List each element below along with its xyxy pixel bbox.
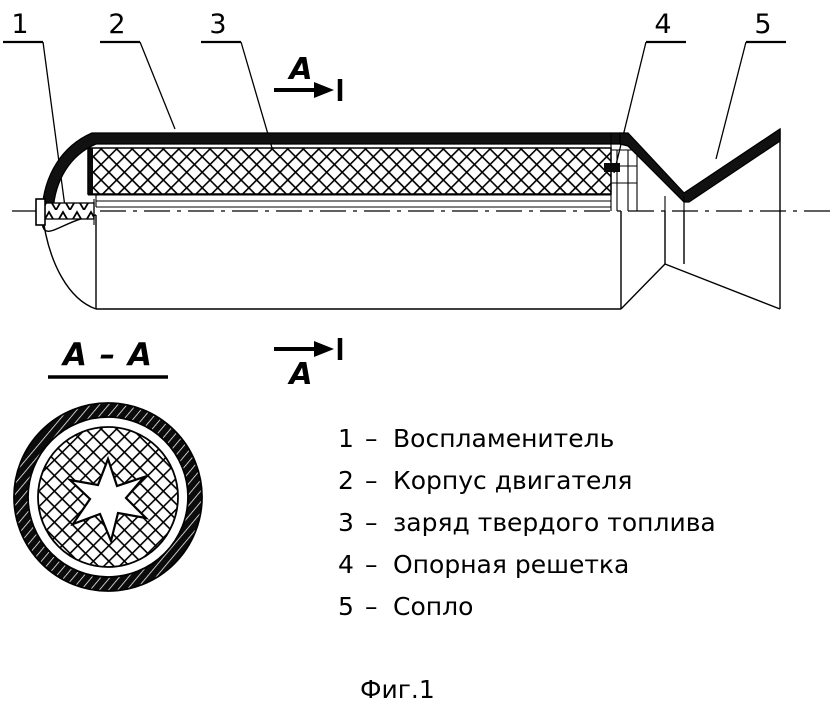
section-view-title: A – A [48,337,168,379]
callout-2: 2 [100,9,176,130]
legend-2-label: Корпус двигателя [393,466,632,495]
legend-3-number: 3 [338,508,354,537]
legend-2-separator: – [365,466,378,495]
igniter-cap [35,198,46,226]
legend-4-number: 4 [338,550,354,579]
legend-3-separator: – [365,508,378,537]
legend-5-label: Сопло [393,592,473,621]
cross-section-view [13,402,203,592]
arrow-right-icon [314,341,334,357]
legend-4-label: Опорная решетка [393,550,629,579]
callout-1: 1 [3,9,66,208]
callout-5-number: 5 [754,9,771,40]
callout-4: 4 [613,9,686,174]
legend-item-1: 1 – Воспламенитель [338,424,614,453]
legend-1-label: Воспламенитель [393,424,614,453]
callout-5: 5 [715,9,786,160]
figure-caption: Фиг.1 [360,675,435,704]
section-mark-bottom: A [274,338,343,392]
callout-2-leader [139,41,176,130]
callout-1-leader [42,41,66,208]
propellant-disc-edge [37,426,179,568]
igniter-body [41,202,95,220]
callout-4-number: 4 [654,9,671,40]
callout-1-number: 1 [11,9,28,40]
legend-5-separator: – [365,592,378,621]
legend-item-4: 4 – Опорная решетка [338,550,629,579]
nozzle-lower-convergent [620,263,666,310]
callout-5-leader [715,41,747,160]
legend-1-separator: – [365,424,378,453]
legend-5-number: 5 [338,592,354,621]
case-ring-inner-edge [27,416,189,578]
legend-3-label: заряд твердого топлива [393,508,716,537]
legend-item-3: 3 – заряд твердого топлива [338,508,716,537]
nozzle-wall-section [619,127,781,203]
legend-2-number: 2 [338,466,354,495]
section-mark-top: A [274,52,343,101]
grid-seat-block [604,163,620,172]
legend-4-separator: – [365,550,378,579]
legend-item-5: 5 – Сопло [338,592,473,621]
nozzle-lower-divergent [664,263,781,310]
callout-4-leader [613,41,647,174]
dome-lower-outer-outline [41,210,97,310]
arrow-right-icon [314,82,334,98]
section-title-text: A – A [60,337,153,373]
legend-item-2: 2 – Корпус двигателя [338,466,632,495]
section-mark-top-letter: A [287,52,312,87]
legend: 1 – Воспламенитель 2 – Корпус двигателя … [338,424,716,621]
propellant-grain-fill [93,148,611,194]
callout-3-leader [240,41,278,166]
callout-3-number: 3 [209,9,226,40]
legend-1-number: 1 [338,424,354,453]
callout-2-number: 2 [108,9,125,40]
section-mark-bottom-letter: A [287,357,312,392]
star-burn-port [66,455,150,545]
case-ring-outer-edge [13,402,203,592]
